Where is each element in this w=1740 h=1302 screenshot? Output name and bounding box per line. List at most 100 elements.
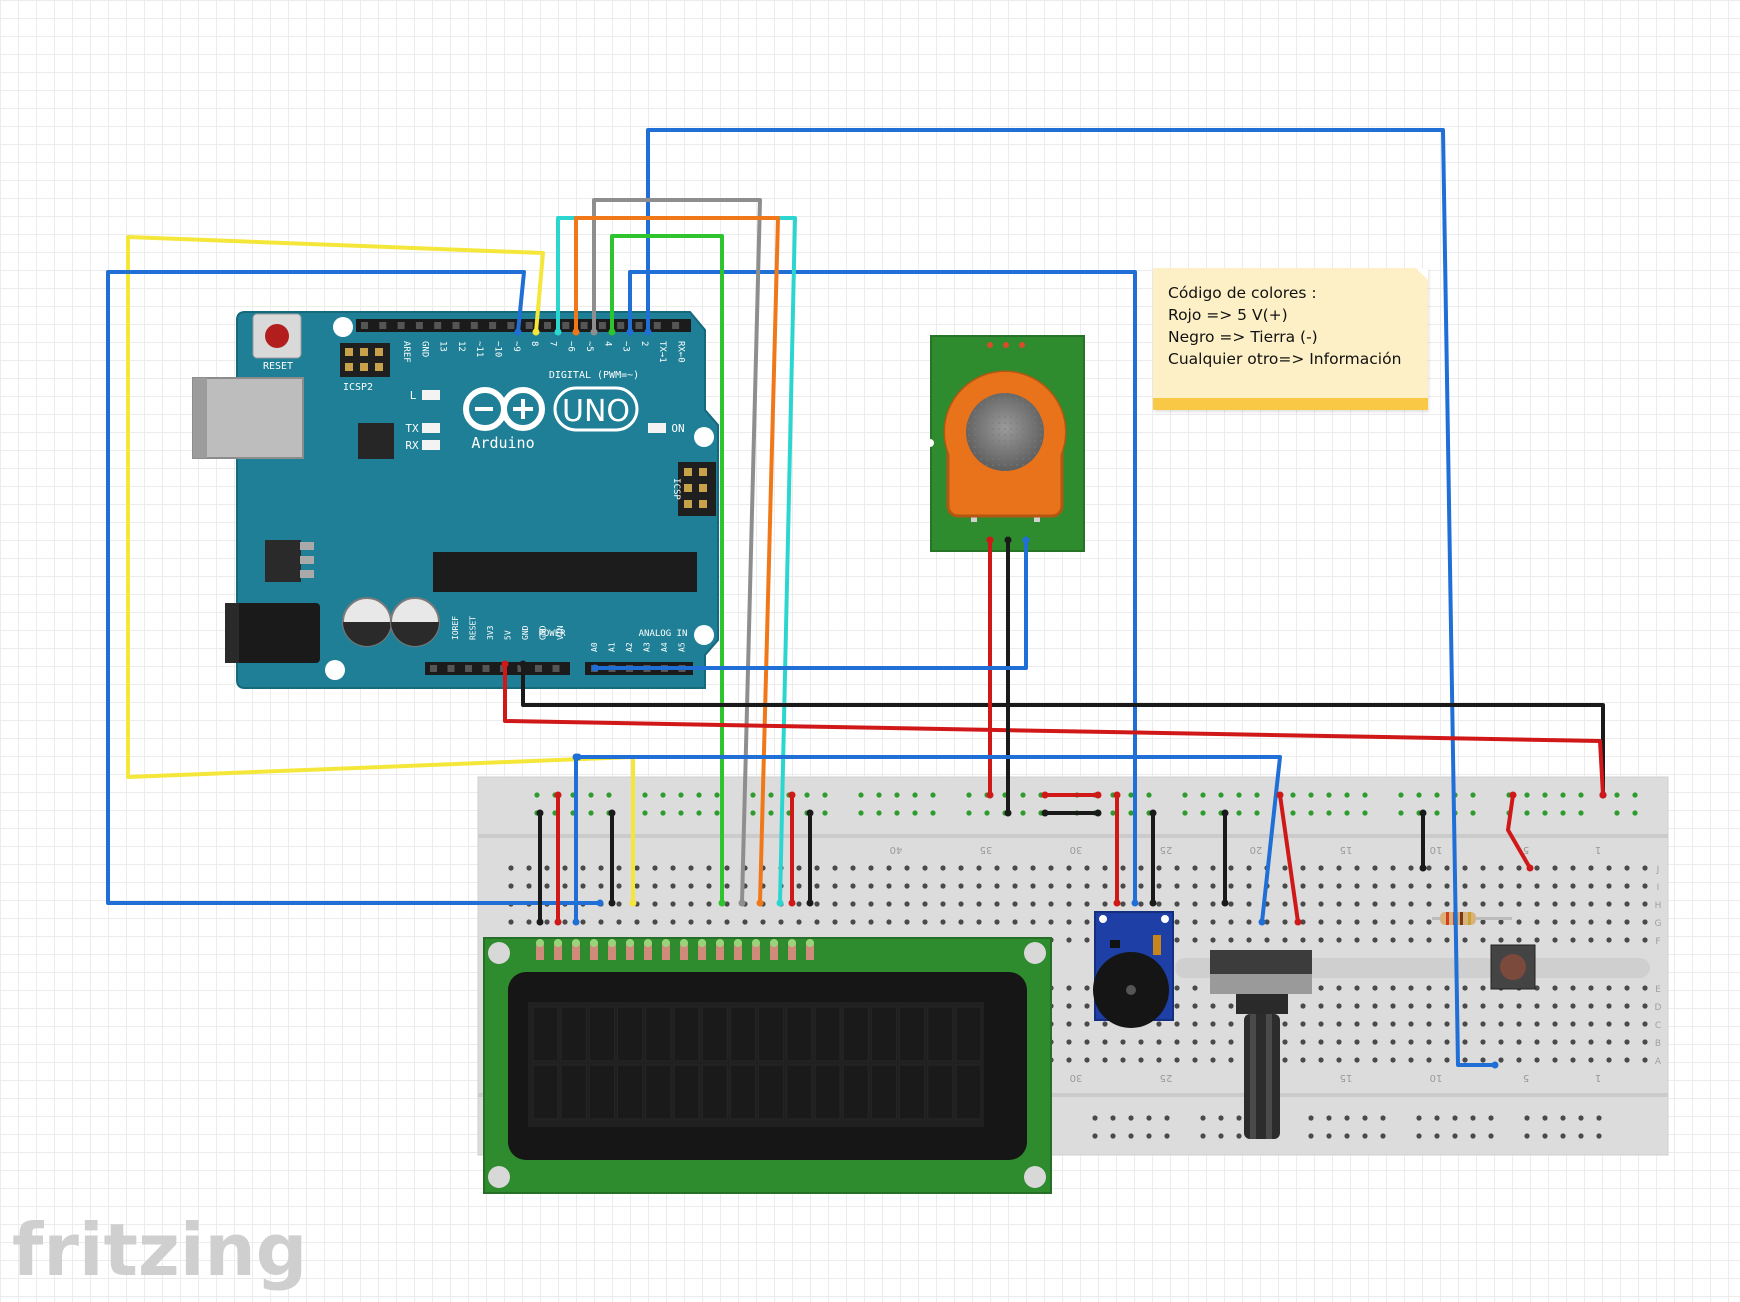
power-jack xyxy=(225,603,320,663)
breadboard-hole xyxy=(1588,1039,1594,1045)
breadboard-hole xyxy=(1344,1115,1350,1121)
breadboard-hole xyxy=(1624,985,1630,991)
breadboard-hole xyxy=(634,883,640,889)
breadboard-hole xyxy=(1354,901,1360,907)
breadboard-hole xyxy=(1470,810,1476,816)
breadboard-hole xyxy=(508,883,514,889)
breadboard-hole xyxy=(832,883,838,889)
breadboard-hole xyxy=(814,919,820,925)
breadboard-hole xyxy=(670,883,676,889)
breadboard-hole xyxy=(544,883,550,889)
breadboard-column-number: 5 xyxy=(1523,1072,1529,1083)
breadboard-hole xyxy=(1390,901,1396,907)
arduino-power-pin-label: GND xyxy=(521,625,530,640)
breadboard-hole xyxy=(598,865,604,871)
breadboard-hole xyxy=(1462,1021,1468,1027)
breadboard-hole xyxy=(1228,1003,1234,1009)
breadboard-hole xyxy=(1228,937,1234,943)
breadboard-hole xyxy=(1480,1039,1486,1045)
breadboard-hole xyxy=(1246,883,1252,889)
breadboard-hole xyxy=(1390,1057,1396,1063)
breadboard-hole xyxy=(1480,901,1486,907)
wire-endpoint xyxy=(554,791,562,799)
breadboard-hole xyxy=(1642,865,1648,871)
breadboard-hole xyxy=(1210,919,1216,925)
breadboard-hole xyxy=(1372,901,1378,907)
breadboard-hole xyxy=(1642,883,1648,889)
breadboard-hole xyxy=(1084,937,1090,943)
breadboard-hole xyxy=(1354,1003,1360,1009)
led-on-label: ON xyxy=(671,422,684,435)
breadboard-hole xyxy=(1416,1115,1422,1121)
wire-endpoint xyxy=(572,918,580,926)
wire-endpoint xyxy=(536,809,544,817)
breadboard-hole xyxy=(1606,1021,1612,1027)
breadboard-hole xyxy=(1182,810,1188,816)
wire xyxy=(1278,793,1300,924)
wire-endpoint xyxy=(591,664,599,672)
breadboard-hole xyxy=(930,792,936,798)
breadboard-hole xyxy=(580,919,586,925)
breadboard-hole xyxy=(1128,1133,1134,1139)
wire xyxy=(576,755,1282,924)
breadboard-hole xyxy=(652,919,658,925)
breadboard-hole xyxy=(1174,883,1180,889)
breadboard-hole xyxy=(1318,1003,1324,1009)
breadboard-hole xyxy=(1200,1115,1206,1121)
breadboard-hole xyxy=(1128,810,1134,816)
breadboard-row-letter: I xyxy=(1657,883,1660,893)
breadboard-column-number: 10 xyxy=(1430,1072,1443,1083)
breadboard-hole xyxy=(634,865,640,871)
breadboard-hole xyxy=(1336,1057,1342,1063)
breadboard-hole xyxy=(1524,1115,1530,1121)
breadboard-hole xyxy=(1480,1057,1486,1063)
breadboard-hole xyxy=(1390,1039,1396,1045)
breadboard-hole xyxy=(1408,1057,1414,1063)
breadboard-hole xyxy=(606,792,612,798)
breadboard-hole xyxy=(1344,810,1350,816)
breadboard-hole xyxy=(1516,1021,1522,1027)
breadboard-hole xyxy=(1434,810,1440,816)
breadboard-hole xyxy=(1470,1115,1476,1121)
breadboard-hole xyxy=(868,919,874,925)
note-line-title: Código de colores : xyxy=(1168,284,1317,302)
breadboard-hole xyxy=(1426,1057,1432,1063)
breadboard-hole xyxy=(706,919,712,925)
breadboard-hole xyxy=(1264,937,1270,943)
microcontroller-chip xyxy=(433,552,697,592)
arduino-brand-label: Arduino xyxy=(471,434,534,452)
breadboard-hole xyxy=(940,865,946,871)
breadboard-hole xyxy=(1596,1115,1602,1121)
breadboard-hole xyxy=(1534,1021,1540,1027)
breadboard-hole xyxy=(1498,883,1504,889)
breadboard-hole xyxy=(1246,901,1252,907)
breadboard-hole xyxy=(1434,792,1440,798)
breadboard-hole xyxy=(1282,1057,1288,1063)
fritzing-logo: fritzing xyxy=(12,1208,307,1292)
breadboard-hole xyxy=(1444,1021,1450,1027)
breadboard-hole xyxy=(1236,792,1242,798)
breadboard-hole xyxy=(1542,1133,1548,1139)
breadboard-hole xyxy=(1326,810,1332,816)
breadboard-hole xyxy=(1210,883,1216,889)
breadboard-hole xyxy=(1156,1021,1162,1027)
breadboard-hole xyxy=(1480,883,1486,889)
breadboard-hole xyxy=(930,810,936,816)
breadboard-hole xyxy=(598,883,604,889)
breadboard-hole xyxy=(1066,865,1072,871)
breadboard-hole xyxy=(1300,1003,1306,1009)
breadboard-hole xyxy=(814,883,820,889)
breadboard-hole xyxy=(1300,883,1306,889)
breadboard-hole xyxy=(876,792,882,798)
breadboard-hole xyxy=(1210,901,1216,907)
breadboard-hole xyxy=(1084,865,1090,871)
breadboard-row-letter: A xyxy=(1655,1057,1662,1067)
breadboard-hole xyxy=(1048,883,1054,889)
breadboard-hole xyxy=(1588,1057,1594,1063)
breadboard-hole xyxy=(778,919,784,925)
wire-endpoint xyxy=(514,328,522,336)
wire-endpoint xyxy=(519,660,527,668)
breadboard-hole xyxy=(850,883,856,889)
breadboard-hole xyxy=(1552,937,1558,943)
breadboard-hole xyxy=(1588,865,1594,871)
